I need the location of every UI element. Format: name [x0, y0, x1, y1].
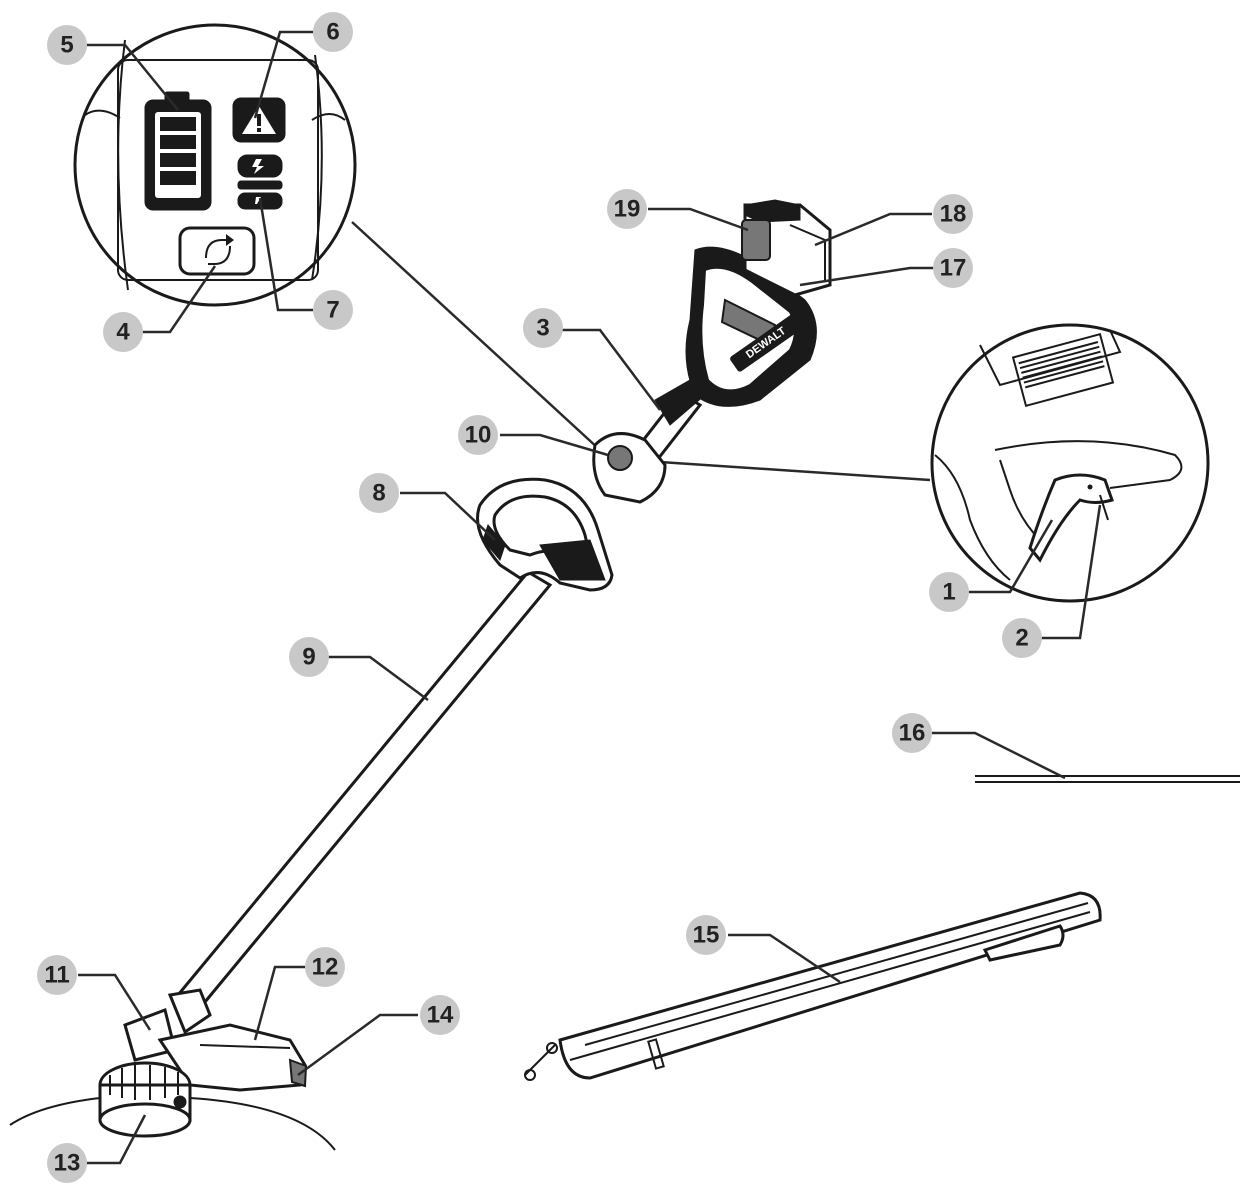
warning-triangle-icon	[232, 97, 286, 143]
callout-4: 4	[103, 312, 143, 352]
svg-text:12: 12	[312, 954, 339, 981]
trigger-inset	[930, 323, 1210, 603]
callout-17: 17	[933, 248, 973, 288]
svg-text:13: 13	[54, 1150, 81, 1177]
svg-text:11: 11	[44, 962, 69, 989]
callout-10: 10	[458, 415, 498, 455]
callout-19: 19	[607, 189, 647, 229]
svg-text:9: 9	[302, 644, 315, 671]
callout-18: 18	[933, 194, 973, 234]
svg-text:4: 4	[116, 319, 130, 346]
svg-text:19: 19	[614, 196, 641, 223]
callout-16: 16	[892, 713, 932, 753]
svg-text:2: 2	[1015, 625, 1028, 652]
callout-3: 3	[523, 308, 563, 348]
callout-8: 8	[359, 473, 399, 513]
svg-text:10: 10	[465, 422, 492, 449]
svg-text:18: 18	[940, 201, 967, 228]
callout-5: 5	[47, 25, 87, 65]
svg-text:14: 14	[427, 1002, 454, 1029]
spare-trimmer-line	[975, 775, 1240, 783]
callout-6: 6	[313, 12, 353, 52]
callout-12: 12	[305, 947, 345, 987]
callout-9: 9	[289, 637, 329, 677]
callout-2: 2	[1002, 618, 1042, 658]
callout-11: 11	[37, 955, 77, 995]
mode-cycle-button-icon	[178, 226, 256, 276]
svg-text:6: 6	[326, 19, 339, 46]
callout-7: 7	[313, 290, 353, 330]
control-panel-inset	[73, 23, 357, 307]
callout-14: 14	[420, 995, 460, 1035]
blade-cover	[524, 891, 1102, 1081]
svg-text:5: 5	[60, 32, 73, 59]
callout-13: 13	[47, 1143, 87, 1183]
svg-text:3: 3	[536, 315, 549, 342]
leader-lines	[78, 30, 1102, 1165]
callout-15: 15	[686, 915, 726, 955]
svg-text:1: 1	[942, 579, 955, 606]
callouts: 1 2 3 4 5 6 7 8 9 10 11 12 13 14 15 16 1…	[37, 12, 1042, 1183]
svg-text:15: 15	[693, 922, 720, 949]
svg-text:8: 8	[372, 480, 385, 507]
svg-text:17: 17	[940, 255, 967, 282]
svg-text:16: 16	[899, 720, 926, 747]
svg-text:7: 7	[326, 297, 339, 324]
battery-gauge-icon	[144, 91, 212, 211]
string-trimmer: DEWALT	[9, 199, 832, 1151]
callout-1: 1	[929, 572, 969, 612]
